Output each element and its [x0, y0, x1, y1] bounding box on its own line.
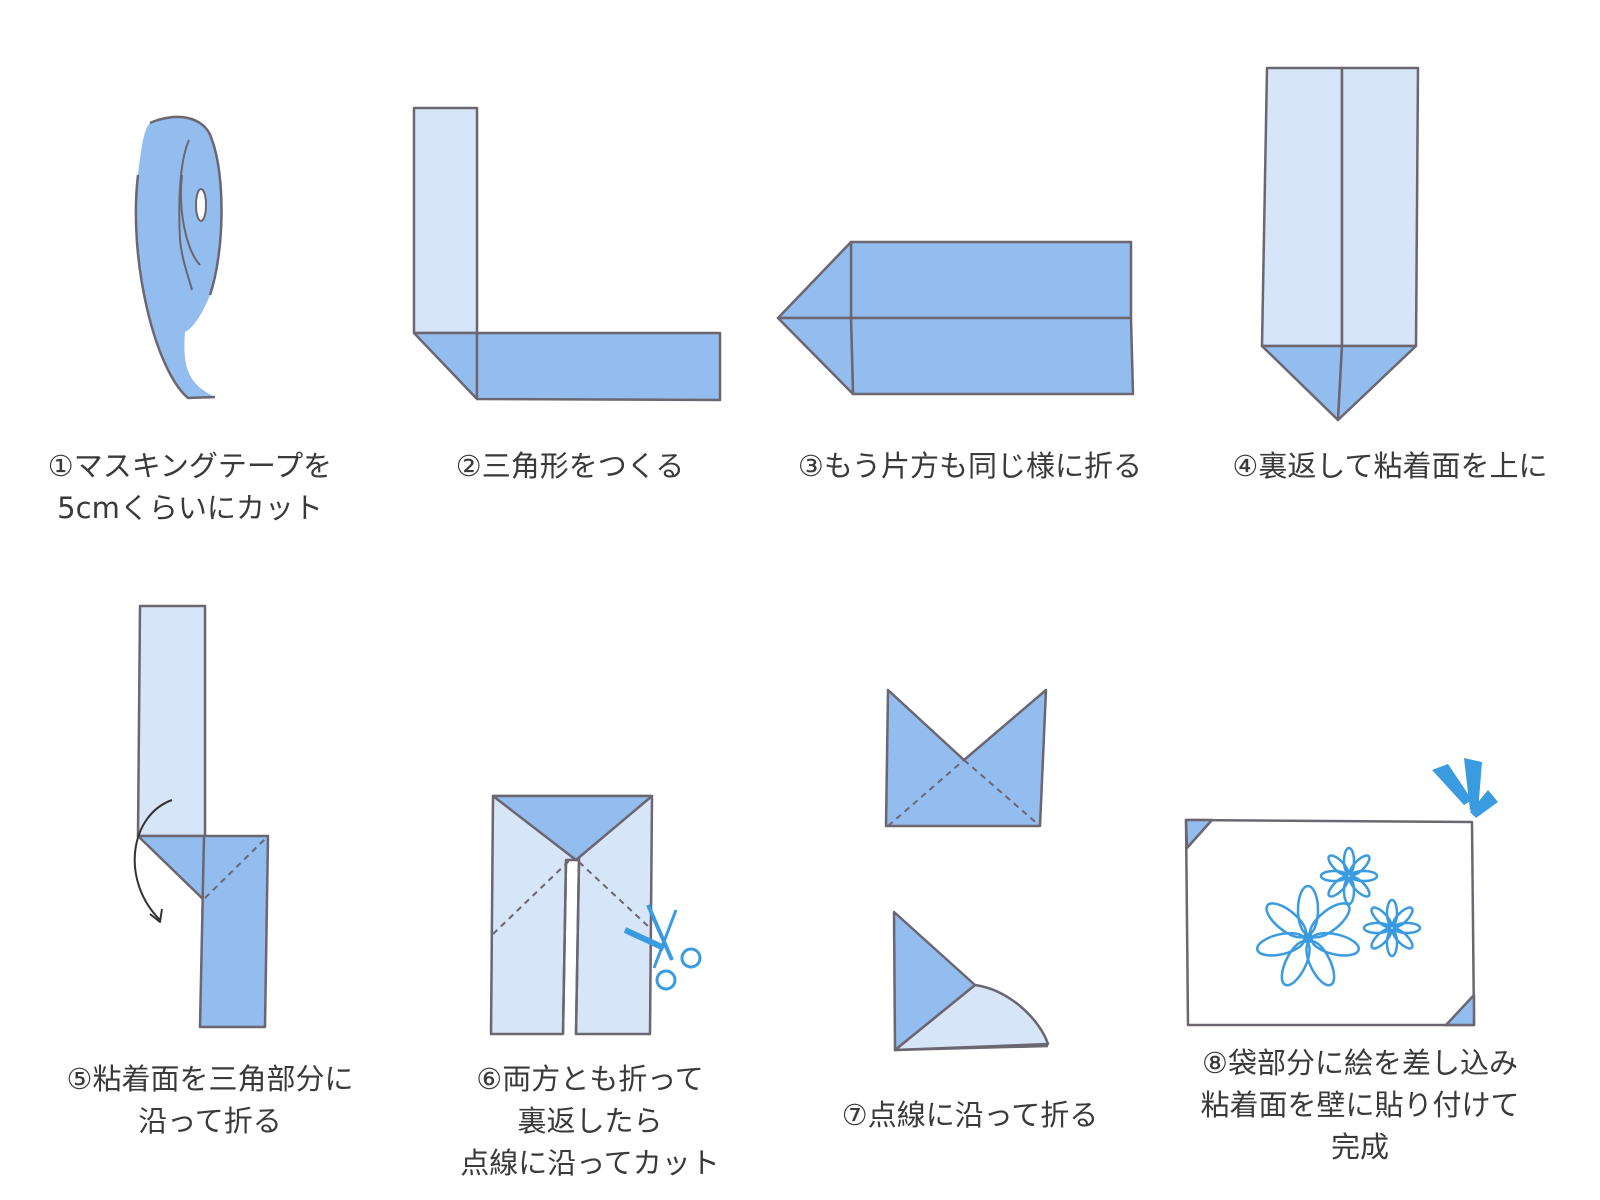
step-2-caption: ②三角形をつくる: [420, 445, 720, 487]
sparkle-icon: [1432, 758, 1498, 818]
step-2-line-1: ②三角形をつくる: [455, 449, 685, 483]
step-8-caption: ⑧袋部分に絵を差し込み 粘着面を壁に貼り付けて 完成: [1170, 1042, 1550, 1168]
step-7-caption: ⑦点線に沿って折る: [820, 1094, 1120, 1136]
step-4-line-1: ④裏返して粘着面を上に: [1232, 449, 1548, 483]
arrow-shape-illustration: [776, 240, 1135, 396]
step-7-line-1: ⑦点線に沿って折る: [841, 1098, 1099, 1132]
step-6-line-2: 裏返したら: [517, 1104, 663, 1138]
step-4-caption: ④裏返して粘着面を上に: [1200, 445, 1580, 487]
curved-arrow-icon: [133, 799, 173, 921]
flower-icon: [1255, 846, 1422, 987]
step-5-caption: ⑤粘着面を三角部分に 沿って折る: [40, 1058, 380, 1142]
step-5-line-2: 沿って折る: [138, 1104, 282, 1138]
step-3-line-1: ③もう片方も同じ様に折る: [797, 449, 1143, 483]
fold-step7-bottom-illustration: [892, 910, 1050, 1052]
step-8-line-1: ⑧袋部分に絵を差し込み: [1202, 1046, 1518, 1080]
l-shape-illustration: [412, 106, 722, 402]
step-5-line-1: ⑤粘着面を三角部分に: [66, 1062, 354, 1096]
scissors-icon: [623, 904, 702, 991]
fold-step5-illustration: [133, 604, 270, 1029]
step-1-caption: ①マスキングテープを 5cmくらいにカット: [20, 445, 360, 529]
step-1-line-1: ①マスキングテープを: [47, 449, 333, 483]
flipped-strip-illustration: [1260, 66, 1420, 422]
step-6-caption: ⑥両方とも折って 裏返したら 点線に沿ってカット: [440, 1058, 740, 1184]
step-6-line-1: ⑥両方とも折って: [476, 1062, 704, 1096]
tape-roll-illustration: [134, 115, 223, 400]
fold-step7-top-illustration: [884, 688, 1048, 828]
step-8-line-2: 粘着面を壁に貼り付けて: [1200, 1088, 1520, 1122]
fold-step6-illustration: [489, 794, 702, 1036]
step-1-line-2: 5cmくらいにカット: [57, 491, 323, 525]
step-3-caption: ③もう片方も同じ様に折る: [770, 445, 1170, 487]
step-6-line-3: 点線に沿ってカット: [460, 1146, 720, 1180]
step-8-line-3: 完成: [1330, 1130, 1389, 1164]
completed-card-illustration: [1184, 818, 1476, 1027]
